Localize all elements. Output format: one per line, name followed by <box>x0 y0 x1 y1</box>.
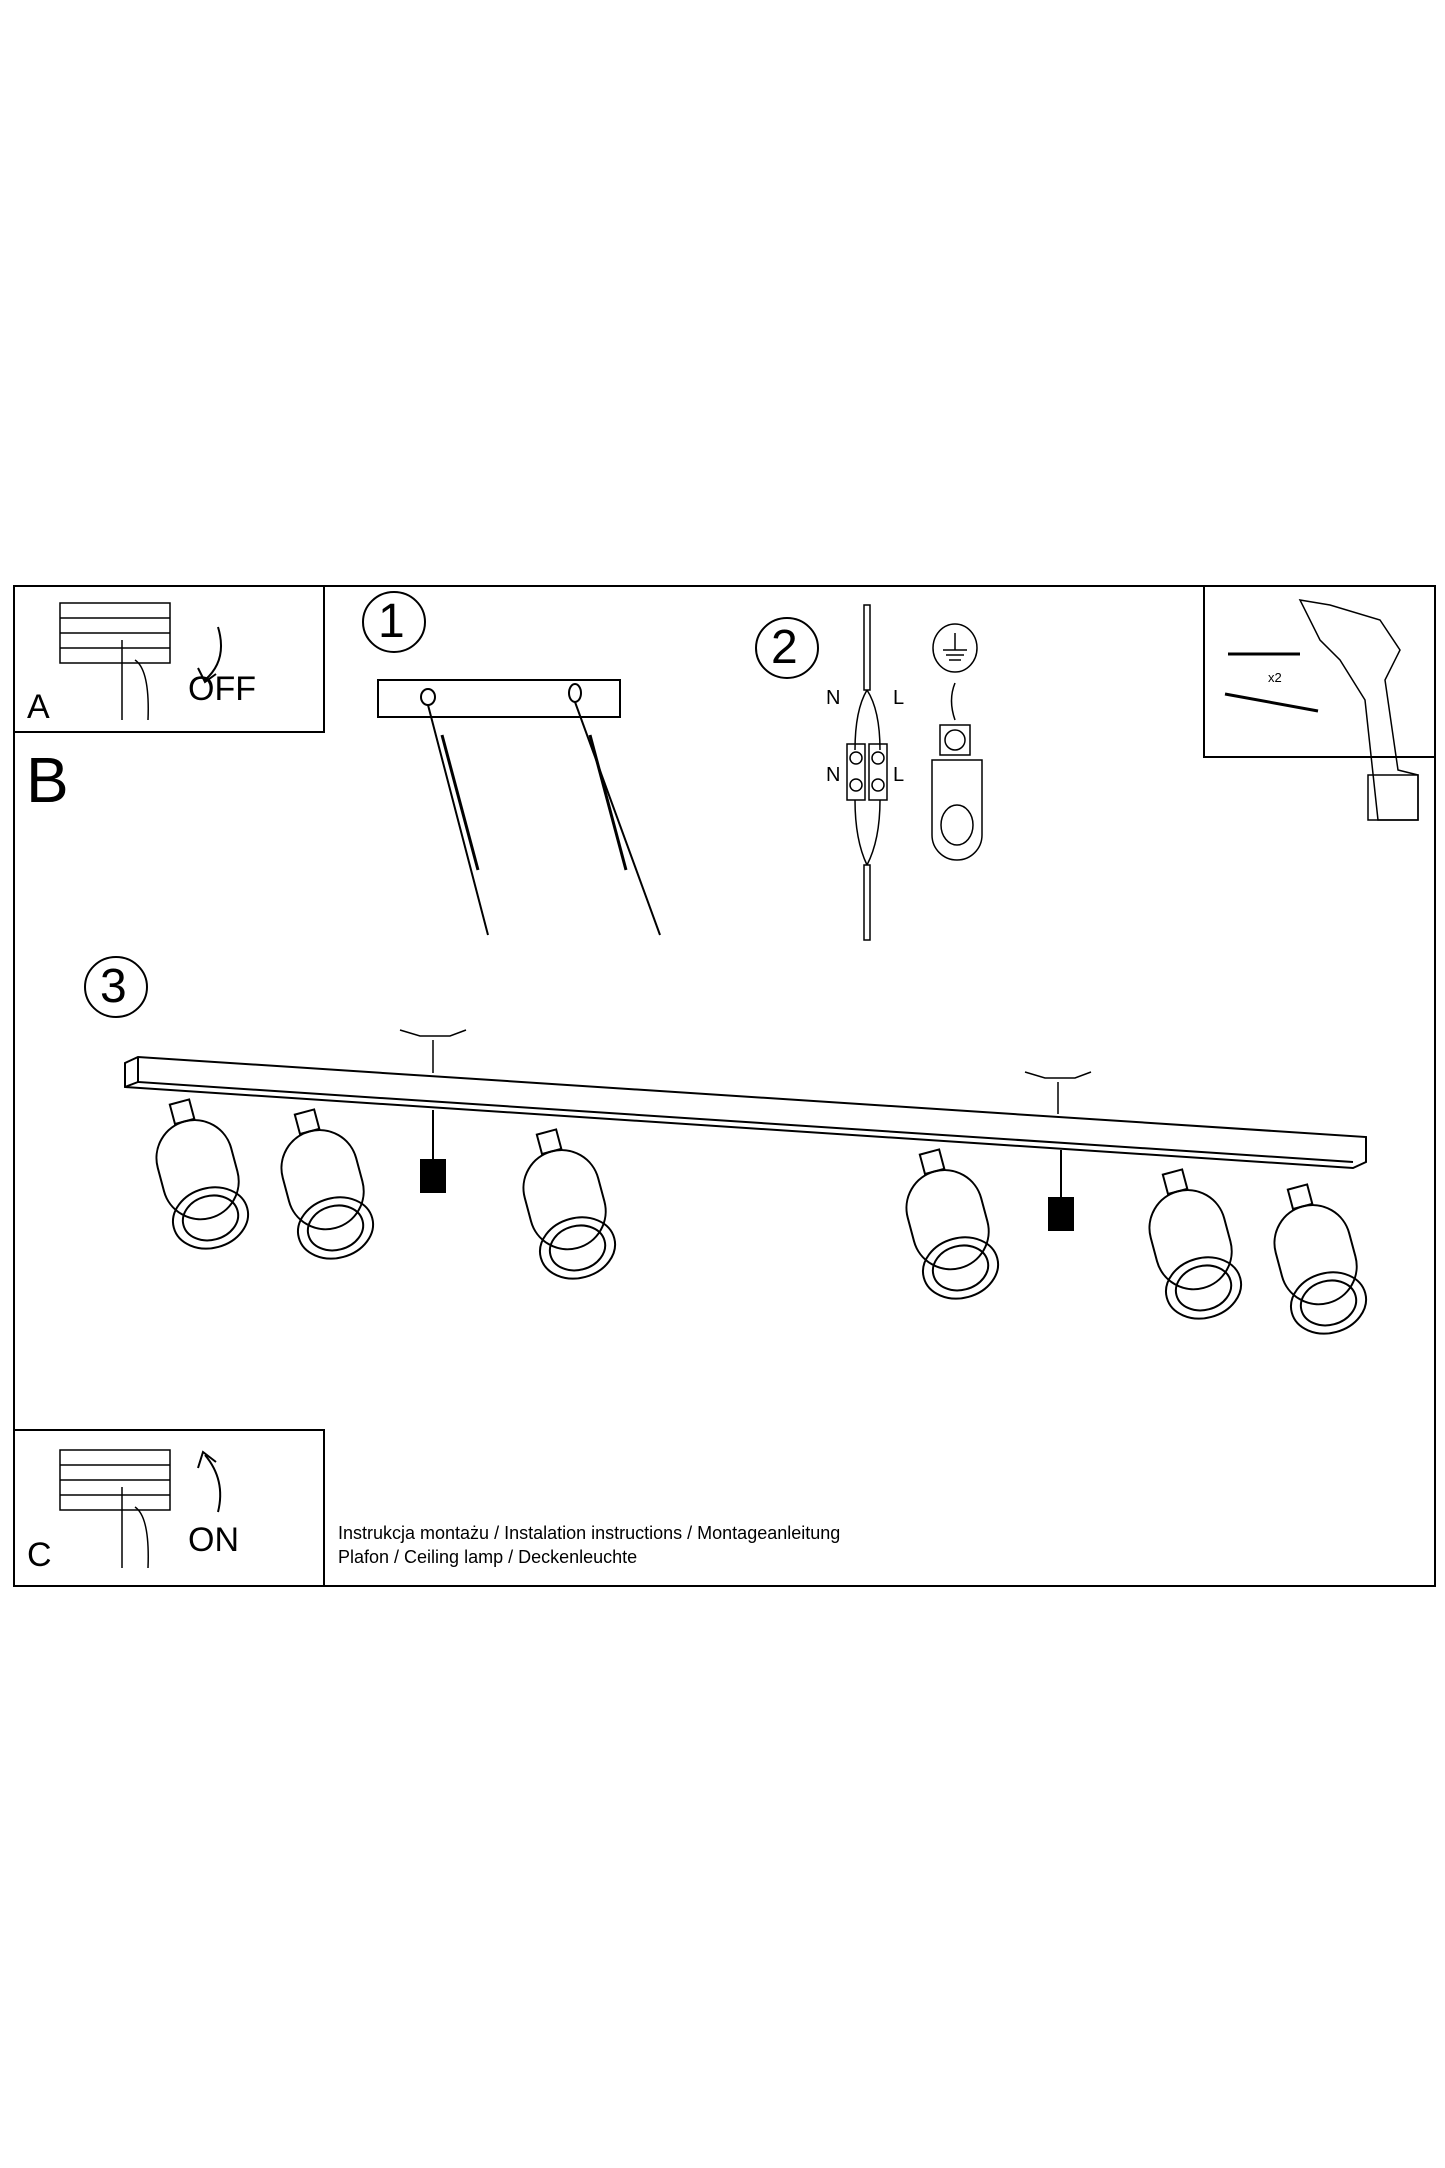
screw-dowel-icon <box>440 734 628 871</box>
drill-icon <box>1298 599 1419 821</box>
panel-c-letter: C <box>27 1536 52 1574</box>
quantity-label: x2 <box>1268 670 1282 685</box>
ground-terminal-icon <box>931 623 983 861</box>
caption-line-1: Instrukcja montażu / Instalation instruc… <box>338 1523 841 1543</box>
on-label: ON <box>188 1521 239 1559</box>
arrow-up-icon <box>197 1450 222 1513</box>
step-1-circle <box>362 591 426 653</box>
breaker-panel-icon <box>59 602 171 721</box>
mounting-bracket <box>399 1029 1092 1114</box>
outer-frame <box>13 585 1436 1587</box>
spotlights <box>155 1098 1368 1335</box>
breaker-panel-icon <box>59 1449 171 1569</box>
off-label: OFF <box>188 670 256 708</box>
panel-c-box <box>14 1429 325 1586</box>
step-2-circle <box>755 617 819 679</box>
wire-label-l-bottom: L <box>893 764 905 786</box>
wire-label-n-top: N <box>826 687 841 709</box>
dowel-screw-icon <box>1224 652 1319 713</box>
wire-label-l-top: L <box>893 687 905 709</box>
mounting-screw <box>420 1110 1074 1231</box>
arrow-down-icon <box>197 626 222 684</box>
tools-box <box>1203 586 1435 758</box>
step-3-circle <box>84 956 148 1018</box>
step-3-number: 3 <box>100 960 127 1013</box>
caption-line-2: Plafon / Ceiling lamp / Deckenleuchte <box>338 1547 638 1567</box>
panel-a-box <box>14 586 325 733</box>
step-2-number: 2 <box>771 621 798 674</box>
panel-a-letter: A <box>27 688 50 726</box>
step-1-number: 1 <box>378 595 405 648</box>
wire-label-n-bottom: N <box>826 764 841 786</box>
mounting-plate <box>377 679 661 936</box>
panel-b-letter: B <box>26 744 69 816</box>
lamp-bar <box>124 1055 1367 1170</box>
wiring-diagram <box>846 604 888 941</box>
